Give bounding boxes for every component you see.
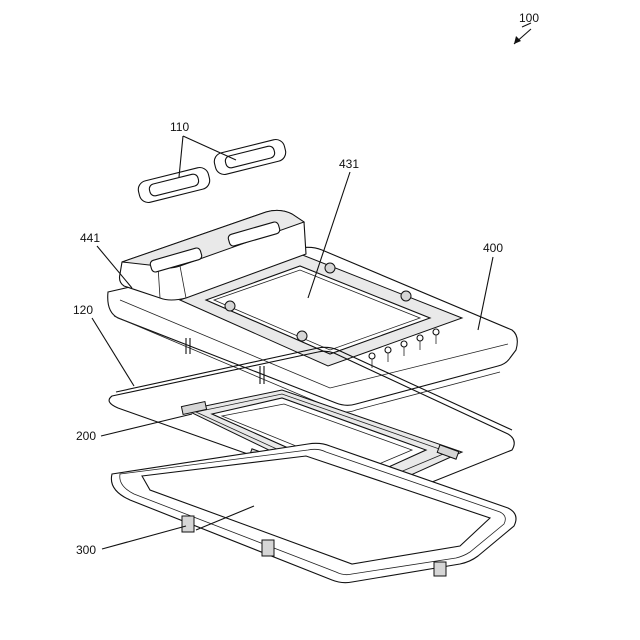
- label-441: 441: [80, 231, 100, 245]
- label-431: 431: [339, 157, 359, 171]
- label-100: 100: [519, 11, 539, 25]
- label-400: 400: [483, 241, 503, 255]
- label-110: 110: [170, 120, 189, 134]
- label-200: 200: [76, 429, 96, 443]
- gaskets-110: 110: [136, 120, 287, 204]
- label-120: 120: [73, 303, 93, 317]
- assembly-reference: 100: [514, 11, 539, 44]
- bottom-tray-300: [111, 443, 516, 582]
- label-300: 300: [76, 543, 96, 557]
